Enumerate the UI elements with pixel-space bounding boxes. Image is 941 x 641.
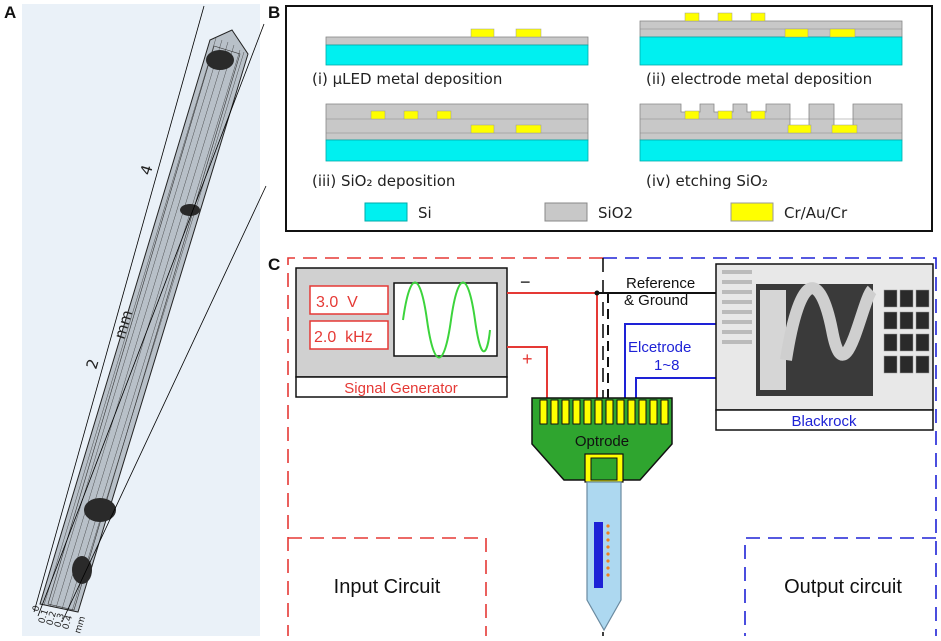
input-circuit-label: Input Circuit [334, 576, 441, 598]
ground-label: & Ground [624, 292, 688, 309]
material-legend: Si SiO2 Cr/Au/Cr [364, 202, 848, 222]
signal-generator-title: Signal Generator [344, 380, 457, 397]
signal-generator [295, 267, 508, 398]
mesh-probe [39, 29, 249, 613]
junction-dot [594, 290, 600, 296]
blackrock-title: Blackrock [791, 413, 857, 430]
voltage-value: 3.0 V [316, 294, 358, 311]
step-4-label: (iv) etching SiO₂ [646, 172, 768, 190]
svg-text:0.1: 0.1 [37, 608, 51, 625]
svg-text:0: 0 [31, 604, 42, 613]
ground-wire [597, 292, 716, 398]
svg-text:0.4: 0.4 [61, 614, 75, 631]
electrode-range: 1~8 [654, 357, 679, 374]
step-1-label: (i) µLED metal deposition [312, 70, 502, 88]
legend-swatch-sio2 [544, 202, 588, 222]
legend-swatch-craucr [730, 202, 774, 222]
svg-text:0.2: 0.2 [45, 610, 59, 627]
svg-text:mm: mm [73, 615, 88, 635]
step-3-diagram [325, 103, 589, 162]
frequency-display [309, 320, 389, 350]
plus-terminal: + [522, 349, 533, 369]
step-4-diagram [639, 103, 903, 162]
electrode-wires [624, 323, 716, 398]
input-region-border [287, 257, 603, 636]
bottom-axis-ticks: 0 0.1 0.2 0.3 0.4 mm [31, 604, 88, 635]
legend-label-craucr: Cr/Au/Cr [784, 204, 848, 222]
output-circuit-label: Output circuit [784, 576, 902, 598]
optrode-pads [539, 399, 669, 425]
reference-label: Reference [626, 275, 695, 292]
panel-b-label: B [268, 3, 280, 22]
input-circuit-box [288, 537, 487, 636]
sine-wave [402, 281, 491, 359]
legend-label-si: Si [418, 204, 432, 222]
legend-swatch-si [364, 202, 408, 222]
step-2-diagram [639, 12, 903, 66]
step-1-diagram [325, 28, 589, 66]
step-2-label: (ii) electrode metal deposition [646, 70, 872, 88]
panel-c-label: C [268, 255, 280, 274]
electrode-label: Elcetrode [628, 339, 691, 356]
frequency-value: 2.0 kHz [314, 329, 373, 346]
minus-terminal: − [520, 272, 531, 292]
optrode-label: Optrode [575, 433, 629, 450]
svg-text:0.3: 0.3 [53, 612, 67, 629]
output-region-border [603, 257, 937, 636]
input-wires [507, 292, 598, 398]
step-3-label: (iii) SiO₂ deposition [312, 172, 455, 190]
blackrock-monitor [715, 263, 934, 431]
voltage-display [309, 285, 389, 315]
waveform-screen [393, 282, 498, 357]
mesh-ruler-lines [33, 5, 267, 623]
legend-label-sio2: SiO2 [598, 204, 633, 222]
optrode [531, 397, 673, 632]
panel-a-label: A [4, 3, 16, 22]
